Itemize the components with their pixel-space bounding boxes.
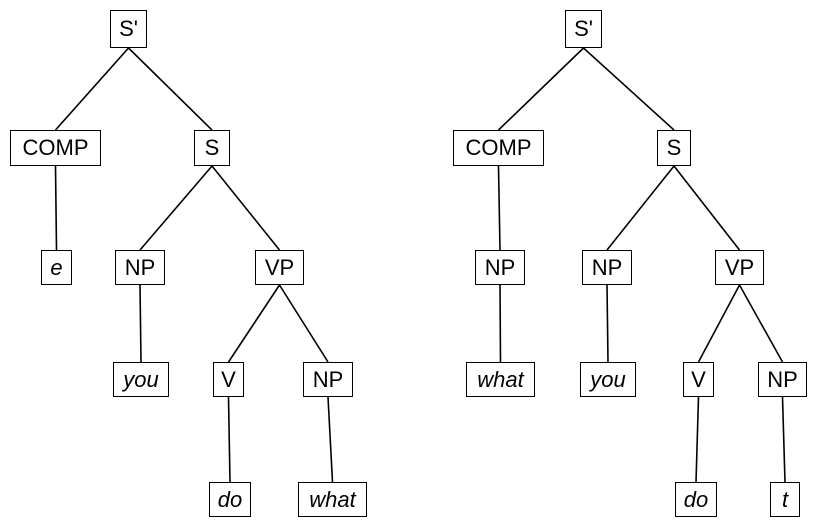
tree-node-np: NP xyxy=(303,362,353,397)
tree-node-label: V xyxy=(221,366,236,392)
tree-edge xyxy=(227,284,281,363)
tree-node-label: t xyxy=(781,486,789,512)
tree-edge xyxy=(327,396,334,483)
tree-node-comp: COMP xyxy=(453,130,544,166)
tree-node-vp: VP xyxy=(715,250,764,285)
tree-node-sbar: S' xyxy=(565,10,602,48)
tree-node-label: NP xyxy=(484,254,516,280)
tree-edge xyxy=(697,284,741,363)
tree-node-s: S xyxy=(657,130,691,166)
tree-node-label: NP xyxy=(767,366,798,392)
tree-node-label: NP xyxy=(312,366,344,392)
tree-edge xyxy=(497,165,501,251)
tree-node-label: what xyxy=(477,366,524,392)
tree-edge xyxy=(127,47,213,131)
tree-edge xyxy=(781,396,786,483)
tree-node-label: S' xyxy=(574,16,593,41)
tree-node-do: do xyxy=(209,482,251,517)
tree-edge xyxy=(499,284,502,363)
tree-node-label: V xyxy=(691,366,706,392)
tree-edge xyxy=(278,284,329,363)
tree-node-label: e xyxy=(50,254,63,280)
tree-node-np: NP xyxy=(582,250,632,285)
tree-node-label: NP xyxy=(124,254,156,280)
tree-node-v: V xyxy=(683,362,714,397)
tree-node-label: VP xyxy=(724,254,755,280)
tree-node-label: NP xyxy=(591,254,623,280)
tree-node-e: e xyxy=(41,250,72,285)
tree-node-v: V xyxy=(213,362,244,397)
tree-edge xyxy=(738,284,784,363)
tree-edge xyxy=(497,47,585,131)
tree-node-np: NP xyxy=(115,250,165,285)
tree-node-label: COMP xyxy=(22,135,89,160)
tree-edge xyxy=(211,165,281,251)
tree-node-do: do xyxy=(675,482,717,517)
tree-node-label: S xyxy=(204,135,220,160)
tree-node-you: you xyxy=(113,362,169,397)
tree-node-label: COMP xyxy=(465,135,532,160)
tree-edge xyxy=(673,165,741,251)
tree-node-t: t xyxy=(770,482,800,517)
tree-edge xyxy=(695,396,700,483)
tree-node-you: you xyxy=(580,362,636,397)
tree-node-label: do xyxy=(683,486,709,512)
tree-node-label: you xyxy=(590,366,626,392)
tree-node-label: what xyxy=(309,486,356,512)
tree-edge xyxy=(54,47,130,131)
tree-node-np: NP xyxy=(475,250,525,285)
tree-node-s: S xyxy=(194,130,230,166)
tree-edge xyxy=(606,284,609,363)
tree-edge xyxy=(606,165,675,251)
tree-node-label: S xyxy=(666,135,682,160)
tree-node-label: S' xyxy=(119,16,138,41)
tree-edge xyxy=(139,284,142,363)
tree-edge xyxy=(582,47,675,131)
tree-node-sbar: S' xyxy=(110,10,147,48)
tree-node-vp: VP xyxy=(255,250,304,285)
tree-node-label: VP xyxy=(264,254,295,280)
tree-edge xyxy=(227,396,231,483)
tree-edge xyxy=(139,165,213,251)
tree-node-what: what xyxy=(466,362,535,397)
tree-node-np: NP xyxy=(758,362,807,397)
tree-node-what: what xyxy=(298,482,367,517)
tree-node-label: do xyxy=(217,486,243,512)
tree-node-label: you xyxy=(123,366,159,392)
tree-node-comp: COMP xyxy=(10,130,101,166)
tree-edge xyxy=(54,165,58,251)
